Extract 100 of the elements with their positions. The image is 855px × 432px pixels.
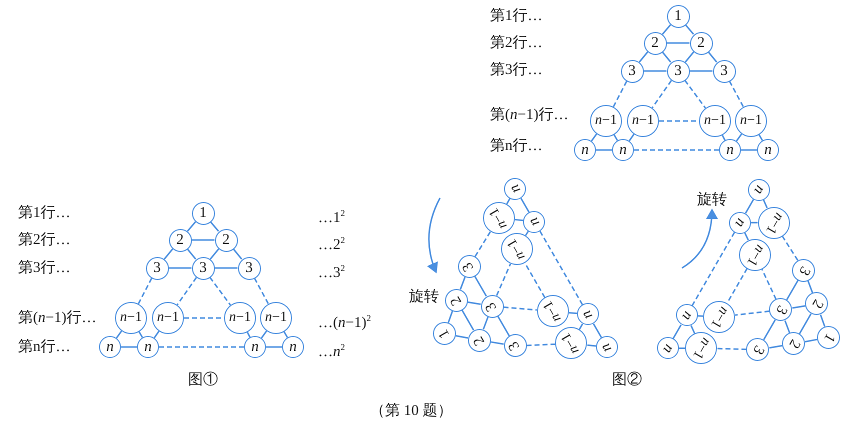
connector-line <box>121 346 137 348</box>
number-circle: n <box>729 212 752 234</box>
number-circle: 2 <box>782 332 806 356</box>
connector-line <box>652 80 672 108</box>
connector-line <box>678 347 686 349</box>
row-value: …1$^{2}$ <box>318 207 345 227</box>
figure-label: 图② <box>612 371 642 389</box>
row-label: 第2行… <box>490 34 542 52</box>
number-circle: 2 <box>214 228 238 252</box>
connector-line <box>254 278 270 304</box>
connector-line <box>232 248 242 260</box>
row-label: 第n行… <box>18 338 70 356</box>
number-circle: n <box>612 139 634 161</box>
connector-line <box>186 248 196 260</box>
connector-line <box>266 346 282 348</box>
connector-line <box>744 198 754 214</box>
connector-line <box>666 42 690 44</box>
connector-line <box>260 330 268 339</box>
connector-line <box>708 51 718 63</box>
connector-line <box>461 310 474 330</box>
connector-line <box>186 221 196 232</box>
number-circle: n−1 <box>627 105 659 137</box>
connector-line <box>184 317 224 319</box>
connector-line <box>684 24 694 35</box>
row-label: 第n行… <box>490 137 542 155</box>
connector-line <box>758 134 764 141</box>
number-circle: 3 <box>746 338 770 362</box>
connector-line <box>769 344 782 349</box>
number-circle: n <box>99 336 121 358</box>
connector-line <box>804 338 818 342</box>
connector-line <box>590 134 598 142</box>
number-circle: 3 <box>666 60 690 82</box>
connector-line <box>176 277 198 306</box>
connector-line <box>490 341 504 345</box>
connector-line <box>662 51 672 63</box>
connector-line <box>613 134 618 141</box>
connector-line <box>283 331 288 338</box>
connector-line <box>659 120 699 122</box>
connector-line <box>691 232 736 306</box>
number-circle: 2 <box>168 228 192 252</box>
number-circle: n−1 <box>536 295 569 328</box>
number-circle: 3 <box>146 256 168 280</box>
connector-line <box>786 280 799 300</box>
connector-line <box>524 262 546 298</box>
number-circle: n−1 <box>735 105 767 137</box>
connector-line <box>638 51 648 63</box>
number-circle: 2 <box>468 328 491 352</box>
connector-line <box>138 331 144 338</box>
connector-line <box>690 325 696 334</box>
number-circle: n <box>504 178 526 200</box>
connector-line <box>684 80 706 109</box>
caption: （第 10 题） <box>370 402 452 420</box>
number-circle: n−1 <box>685 332 718 364</box>
connector-line <box>587 344 596 347</box>
number-circle: n <box>596 336 618 358</box>
number-circle: n <box>676 304 698 326</box>
number-circle: 1 <box>666 4 690 28</box>
connector-line <box>763 319 776 340</box>
number-circle: n−1 <box>739 238 772 271</box>
number-circle: 3 <box>192 256 214 280</box>
connector-line <box>820 314 826 327</box>
connector-line <box>741 149 757 151</box>
connector-line <box>684 51 694 63</box>
connector-line <box>474 231 492 257</box>
number-circle: n <box>244 336 266 358</box>
connector-line <box>592 323 602 338</box>
rotation-label: 旋转 <box>409 288 439 306</box>
row-label: 第1行… <box>18 204 70 222</box>
number-circle: n−1 <box>703 300 736 333</box>
connector-line <box>612 80 628 108</box>
number-circle: 3 <box>480 294 504 318</box>
number-circle: n−1 <box>500 233 533 266</box>
row-label: 第(n−1)行… <box>18 309 96 327</box>
connector-line <box>672 324 682 340</box>
connector-line <box>496 263 512 296</box>
row-value: …(n−1)$^{2}$ <box>318 312 371 332</box>
number-circle: 3 <box>504 334 527 358</box>
connector-line <box>460 276 466 290</box>
number-circle: n <box>757 139 779 161</box>
connector-line <box>497 316 510 336</box>
number-circle: 3 <box>458 254 481 278</box>
number-circle: n−1 <box>590 105 622 137</box>
connector-line <box>736 134 742 142</box>
number-circle: 3 <box>620 60 644 82</box>
number-circle: n <box>523 210 546 233</box>
connector-line <box>717 348 746 350</box>
number-circle: 1 <box>192 202 214 224</box>
number-circle: n−1 <box>115 302 147 334</box>
number-circle: 3 <box>238 256 260 280</box>
row-value: …n$^{2}$ <box>318 341 345 361</box>
connector-line <box>734 310 770 316</box>
number-circle: n <box>576 303 599 326</box>
connector-line <box>628 134 635 142</box>
number-circle: n−1 <box>482 202 515 234</box>
connector-line <box>539 230 584 306</box>
connector-line <box>116 330 122 339</box>
number-circle: n <box>282 336 304 358</box>
connector-line <box>164 248 174 260</box>
connector-line <box>482 316 489 330</box>
number-circle: n <box>656 337 679 360</box>
